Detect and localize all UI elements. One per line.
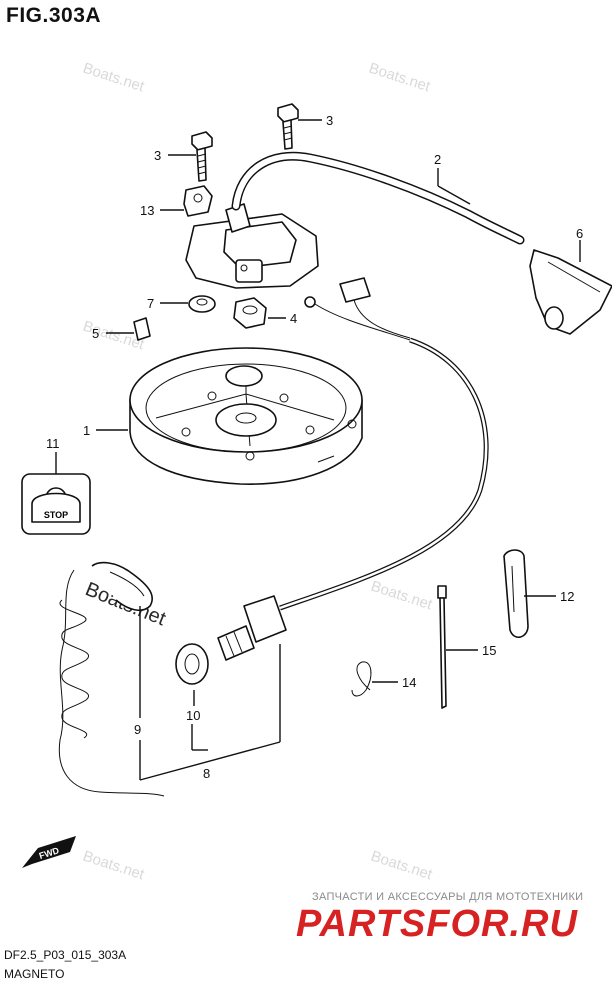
callout-10: 10 — [186, 708, 200, 723]
figure-title: FIG.303A — [6, 4, 102, 27]
watermark-6: Boats.net — [369, 848, 435, 884]
callout-8: 8 — [203, 766, 210, 781]
lanyard-coil — [58, 561, 165, 797]
watermark-4: Boats.net — [369, 578, 435, 614]
flywheel — [129, 347, 363, 485]
callout-15: 15 — [482, 643, 496, 658]
callout-6: 6 — [576, 226, 583, 241]
leader-lines — [55, 119, 581, 781]
callouts: 1 2 3 3 4 5 6 7 8 9 10 11 12 13 14 15 — [46, 113, 583, 781]
grommet — [175, 643, 209, 685]
callout-3-left: 3 — [154, 148, 161, 163]
callout-12: 12 — [560, 589, 574, 604]
flywheel-nut — [233, 297, 267, 329]
stop-switch: STOP — [21, 473, 91, 535]
fwd-arrow: FWD — [22, 836, 76, 868]
callout-2: 2 — [434, 152, 441, 167]
callout-11: 11 — [46, 436, 60, 451]
callout-9: 9 — [134, 722, 141, 737]
plug-cap — [529, 249, 612, 335]
stop-label: STOP — [44, 510, 68, 520]
ad-brand-logo: PARTSFOR.RU — [296, 903, 578, 945]
callout-14: 14 — [402, 675, 416, 690]
holder — [503, 549, 529, 638]
clip — [351, 661, 372, 697]
cable-tie — [437, 585, 447, 709]
ad-tagline: ЗАПЧАСТИ И АКСЕССУАРЫ ДЛЯ МОТОТЕХНИКИ — [312, 891, 584, 903]
callout-13: 13 — [140, 203, 154, 218]
cord-end — [217, 595, 287, 661]
diagram-name: MAGNETO — [4, 967, 65, 981]
ignition-coil — [185, 203, 319, 289]
watermark-1: Boats.net — [81, 60, 147, 96]
bolt-left — [191, 131, 213, 182]
bolt-upper — [277, 103, 299, 150]
callout-3-upper: 3 — [326, 113, 333, 128]
callout-7: 7 — [147, 296, 154, 311]
callout-1: 1 — [83, 423, 90, 438]
bracket — [183, 185, 213, 217]
washer — [188, 295, 216, 313]
callout-5: 5 — [92, 326, 99, 341]
wire-connector — [304, 277, 411, 341]
watermark-5: Boats.net — [81, 848, 147, 884]
key — [133, 317, 151, 341]
watermark-2: Boats.net — [367, 60, 433, 96]
callout-4: 4 — [290, 311, 297, 326]
diagram-code: DF2.5_P03_015_303A — [4, 948, 127, 962]
